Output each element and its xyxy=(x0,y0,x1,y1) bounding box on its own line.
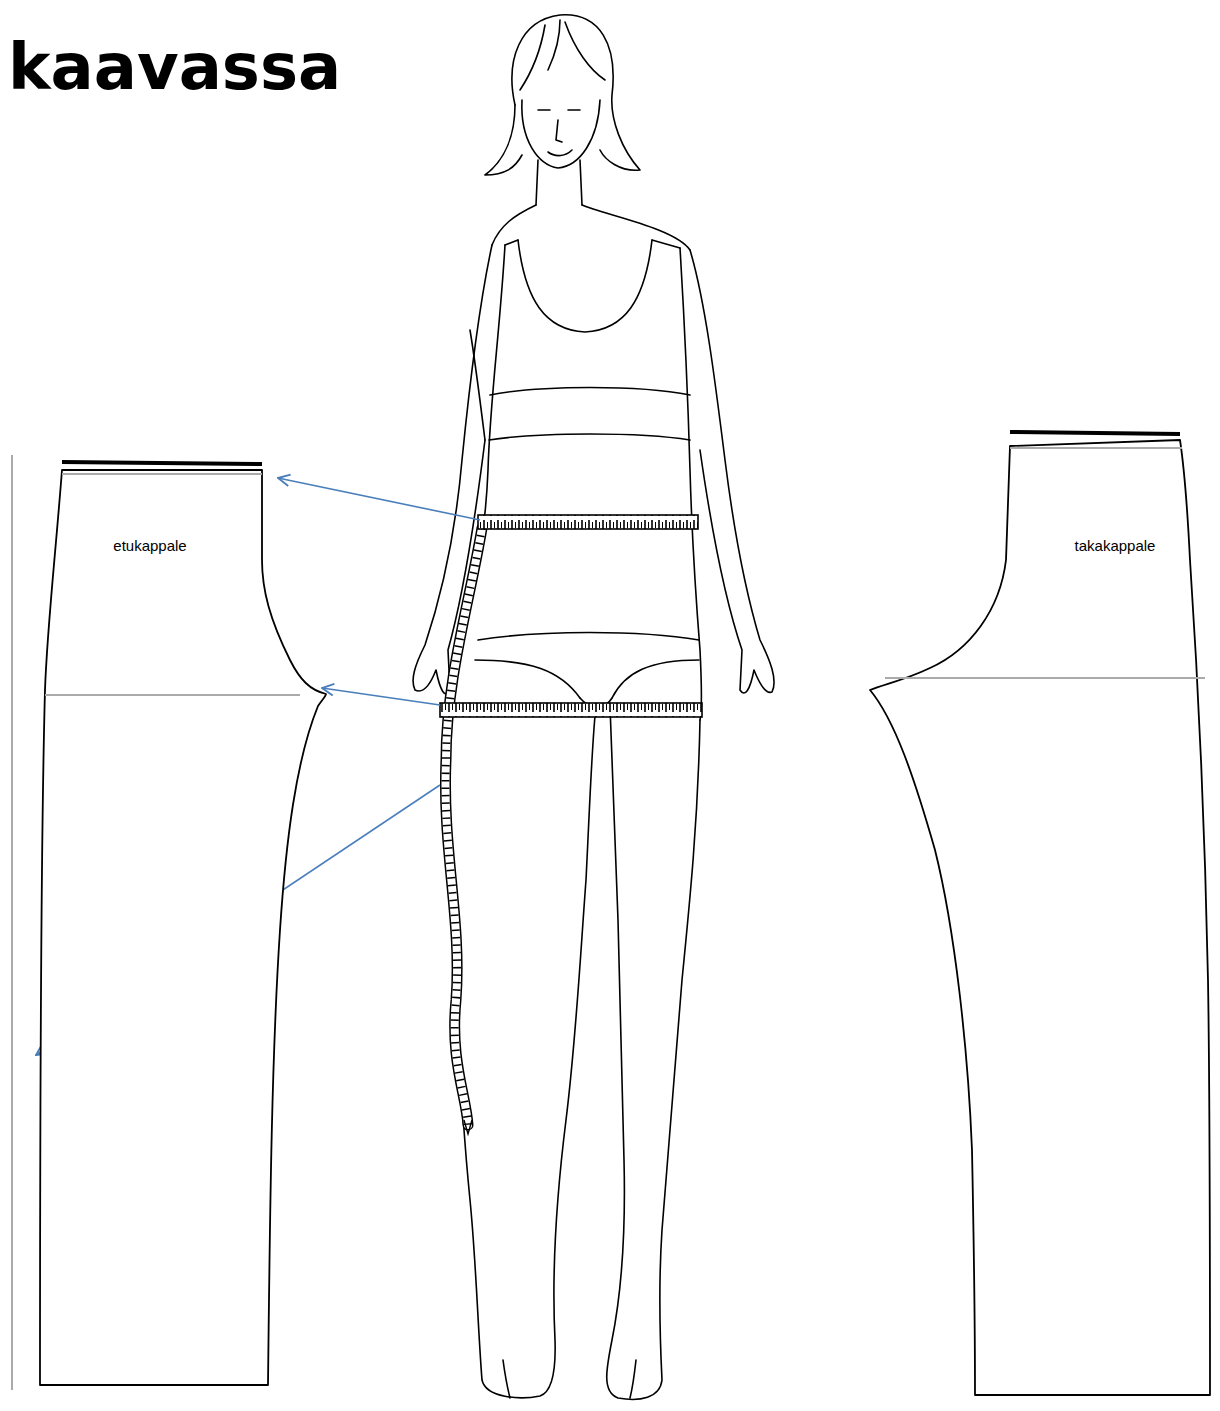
guide-line xyxy=(1010,447,1182,449)
piece-name: etukappale xyxy=(111,537,188,554)
piece-name: takakappale xyxy=(1073,537,1158,554)
guide-line xyxy=(45,694,300,696)
woman-drawing xyxy=(413,15,774,1400)
waist-edge xyxy=(62,462,262,464)
page-title: kaavassa xyxy=(8,30,341,104)
pattern-piece: takakappale xyxy=(862,424,1218,1402)
pattern-piece: etukappale xyxy=(8,452,332,1394)
waist-edge xyxy=(1010,432,1180,434)
pattern-outline xyxy=(8,452,332,1394)
piece-outline xyxy=(870,440,1210,1395)
tape-measure xyxy=(440,515,702,1134)
piece-outline xyxy=(40,470,326,1385)
pattern-outline xyxy=(862,424,1218,1402)
guide-line xyxy=(11,455,13,1390)
guide-line xyxy=(62,473,262,475)
guide-line xyxy=(885,677,1205,679)
